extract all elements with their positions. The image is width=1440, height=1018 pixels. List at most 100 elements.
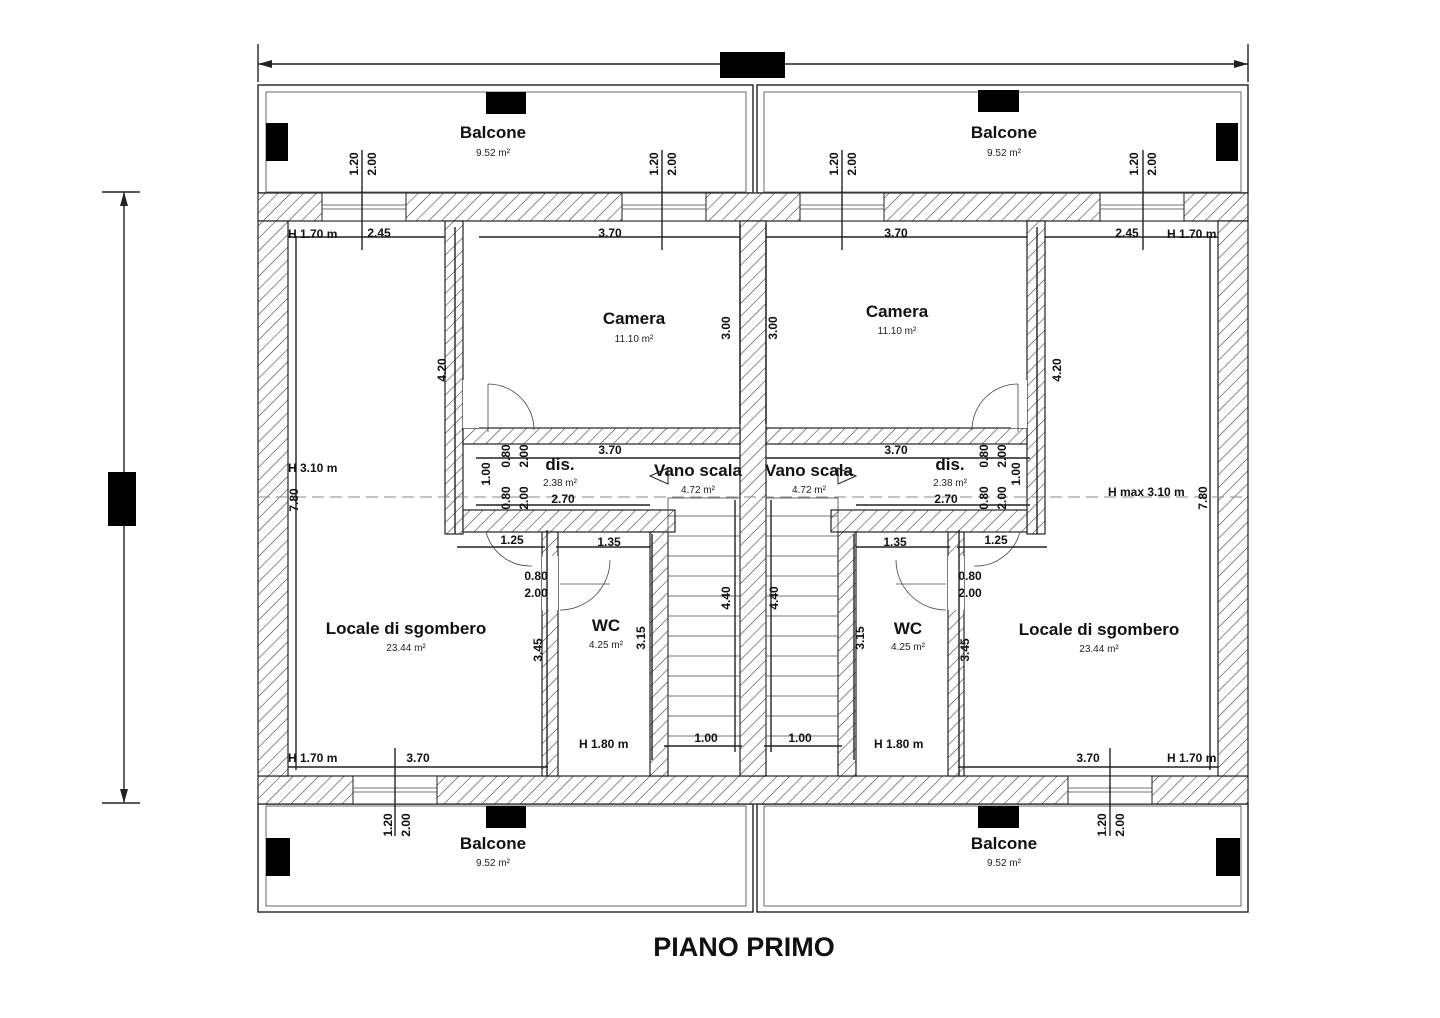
dimension-label: 1.00 [694, 731, 718, 745]
dimension-label: 2.00 [995, 486, 1009, 510]
room-name: WC [592, 616, 620, 635]
dimension-label: 4.20 [435, 358, 449, 382]
dimension-label: 2.00 [517, 486, 531, 510]
height-label: H 1.80 m [874, 737, 923, 751]
dimension-label: 2.00 [1145, 152, 1159, 176]
dimension-label: 3.15 [634, 626, 648, 650]
height-label: H max 3.10 m [1108, 485, 1185, 499]
dimension-label: 3.00 [719, 316, 733, 340]
room-area: 23.44 m² [386, 643, 426, 654]
redacted-marker [108, 472, 136, 526]
dimension-label: 2.00 [524, 586, 548, 600]
dimension-label: 3.70 [884, 443, 908, 457]
dimension-label: 3.70 [406, 751, 430, 765]
dimension-label: 1.00 [479, 462, 493, 486]
room-name: Vano scala [765, 461, 853, 480]
room-name: Vano scala [654, 461, 742, 480]
height-label: H 1.70 m [1167, 227, 1216, 241]
room-name: Camera [866, 302, 929, 321]
dimension-label: 2.00 [958, 586, 982, 600]
dimension-label: 3.70 [598, 226, 622, 240]
dimension-label: 2.00 [517, 444, 531, 468]
dimension-label: 3.70 [884, 226, 908, 240]
redacted-marker [720, 52, 785, 78]
room-name: dis. [935, 455, 964, 474]
dimension-label: 3.70 [1076, 751, 1100, 765]
room-area: 2.38 m² [933, 478, 968, 489]
dimension-label: 3.15 [853, 626, 867, 650]
dimension-label: 1.35 [597, 535, 621, 549]
height-label: H 1.70 m [288, 227, 337, 241]
dimension-label: 1.00 [788, 731, 812, 745]
dimension-label: 4.20 [1050, 358, 1064, 382]
room-area: 23.44 m² [1079, 644, 1119, 655]
room-name: Locale di sgombero [326, 619, 487, 638]
room-name: WC [894, 619, 922, 638]
dimension-label: 1.20 [381, 813, 395, 837]
room-name: Camera [603, 309, 666, 328]
overall-depth-dimension [102, 191, 140, 804]
dimension-label: 3.45 [531, 638, 545, 662]
dimension-label: 1.20 [647, 152, 661, 176]
room-name: Locale di sgombero [1019, 620, 1180, 639]
room-name: dis. [545, 455, 574, 474]
room-area: 9.52 m² [987, 858, 1022, 869]
dimension-label: 0.80 [977, 444, 991, 468]
dimension-label: 3.70 [598, 443, 622, 457]
dimension-label: 2.00 [365, 152, 379, 176]
dimension-label: 0.80 [499, 486, 513, 510]
dimension-label: 2.00 [1113, 813, 1127, 837]
overall-width-dimension [257, 44, 1249, 82]
dimension-label: 2.70 [551, 492, 575, 506]
dimension-label: 7.80 [287, 488, 301, 512]
dimension-label: 2.45 [1115, 226, 1139, 240]
room-area: 11.10 m² [615, 334, 654, 345]
height-label: H 1.70 m [288, 751, 337, 765]
room-name: Balcone [971, 834, 1037, 853]
stair-symbol [648, 467, 858, 747]
dimension-label: 2.00 [665, 152, 679, 176]
dimension-label: 2.00 [399, 813, 413, 837]
room-name: Balcone [971, 123, 1037, 142]
dimension-label: 0.80 [977, 486, 991, 510]
room-area: 9.52 m² [476, 148, 511, 159]
dimension-label: 1.00 [1009, 462, 1023, 486]
room-name: Balcone [460, 834, 526, 853]
room-area: 2.38 m² [543, 478, 578, 489]
dimension-label: 4.40 [719, 586, 733, 610]
dimension-label: 2.00 [845, 152, 859, 176]
dimension-label: 7.80 [1196, 486, 1210, 510]
room-name: Balcone [460, 123, 526, 142]
dimension-label: 1.20 [1127, 152, 1141, 176]
dimension-label: 0.80 [499, 444, 513, 468]
dimension-label: 1.20 [827, 152, 841, 176]
room-area: 4.25 m² [589, 640, 624, 651]
dimension-label: 2.00 [995, 444, 1009, 468]
room-area: 9.52 m² [476, 858, 511, 869]
dimension-label: 1.35 [883, 535, 907, 549]
dimension-label: 2.70 [934, 492, 958, 506]
room-area: 11.10 m² [878, 326, 917, 337]
dimension-label: 1.20 [347, 152, 361, 176]
dimension-label: 0.80 [524, 569, 548, 583]
room-area: 4.72 m² [792, 485, 827, 496]
dimension-lines [288, 150, 1218, 836]
dimension-label: 1.25 [984, 533, 1008, 547]
dimension-label: 4.40 [767, 586, 781, 610]
dimension-label: 3.45 [958, 638, 972, 662]
dimension-label: 3.00 [766, 316, 780, 340]
dimension-label: 2.45 [367, 226, 391, 240]
dimension-label: 1.20 [1095, 813, 1109, 837]
room-area: 9.52 m² [987, 148, 1022, 159]
room-area: 4.25 m² [891, 642, 926, 653]
door-swing-symbol [463, 380, 1027, 611]
height-label: H 1.70 m [1167, 751, 1216, 765]
dimension-label: 1.25 [500, 533, 524, 547]
height-label: H 1.80 m [579, 737, 628, 751]
dimension-label: 0.80 [958, 569, 982, 583]
page-title: PIANO PRIMO [653, 932, 835, 962]
walls [257, 192, 1249, 805]
height-label: H 3.10 m [288, 461, 337, 475]
room-area: 4.72 m² [681, 485, 716, 496]
